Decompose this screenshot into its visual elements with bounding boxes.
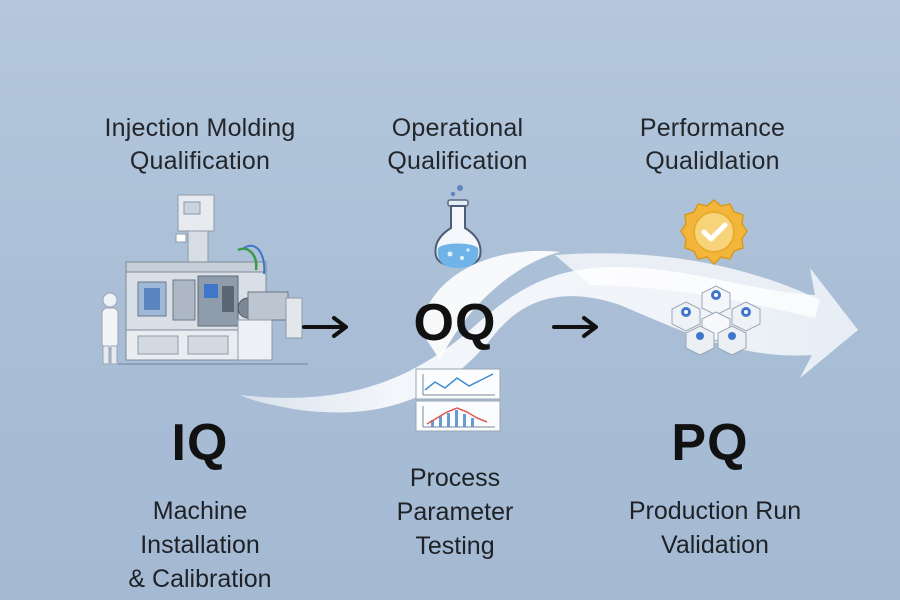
stage-oq-title-line: Qualification: [387, 147, 528, 175]
stage-oq-desc: Process Parameter Testing: [345, 461, 565, 563]
stage-pq-title-line: Performance: [639, 114, 786, 142]
cubes-icon: [671, 285, 761, 356]
flask-icon: [434, 185, 482, 268]
arrow-iq-to-oq: [302, 316, 348, 338]
stage-pq-desc: Production Run Validation: [585, 494, 845, 562]
stage-oq-desc-line: Parameter: [396, 498, 514, 526]
stage-oq-title-line: Operational: [391, 114, 524, 142]
stage-iq-desc-line: Machine: [152, 497, 248, 525]
line-chart-icon: [415, 368, 501, 432]
stage-iq-title-line: Qualification: [129, 147, 271, 175]
stage-pq-title-line: Qualidlation: [645, 147, 780, 175]
stage-pq-code: PQ: [671, 414, 749, 472]
stage-oq-code: OQ: [413, 294, 497, 352]
injection-molding-machine-icon: [101, 194, 308, 365]
stage-pq-desc-line: Production Run: [628, 497, 802, 525]
stage-oq-desc-line: Process: [409, 464, 501, 492]
stage-pq-desc-line: Validation: [661, 531, 769, 559]
stage-iq-code: IQ: [171, 414, 229, 472]
operator-figure: [101, 292, 119, 365]
certified-badge-icon: [680, 199, 748, 266]
arrow-oq-to-pq: [552, 316, 598, 338]
stage-iq-desc: Machine Installation & Calibration: [80, 494, 320, 596]
stage-oq-desc-line: Testing: [415, 532, 495, 560]
stage-iq-desc-line: Installation: [140, 531, 260, 559]
stage-oq-title: Operational Qualification: [330, 112, 585, 178]
stage-iq-title: Injection Molding Qualification: [60, 112, 340, 178]
stage-iq-title-line: Injection Molding: [104, 114, 296, 142]
stage-pq-title: Performance Qualidlation: [585, 112, 840, 178]
stage-iq-desc-line: & Calibration: [128, 565, 272, 593]
